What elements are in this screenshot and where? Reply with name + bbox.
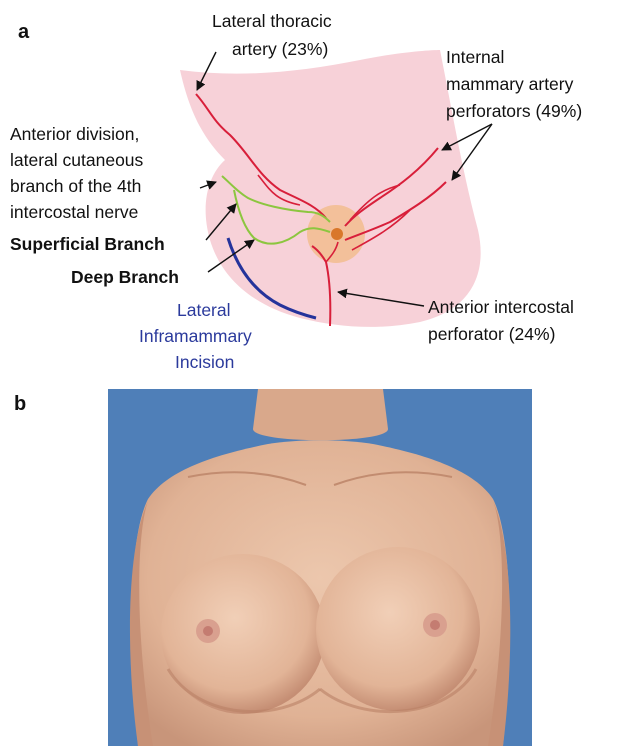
- label-anterior-division-3: branch of the 4th: [10, 176, 141, 196]
- label-anterior-division-4: intercostal nerve: [10, 202, 138, 222]
- neck: [253, 389, 388, 440]
- panel-b-label: b: [14, 393, 26, 416]
- right-nipple-center: [203, 626, 213, 636]
- postoperative-photo: [108, 389, 532, 746]
- label-incision-1: Lateral: [177, 300, 231, 320]
- label-anterior-division-1: Anterior division,: [10, 124, 139, 144]
- panel-a-label: a: [18, 21, 30, 43]
- label-internal-mammary-3: perforators (49%): [446, 101, 582, 121]
- label-anterior-intercostal-2: perforator (24%): [428, 324, 555, 344]
- label-lateral-thoracic-1: Lateral thoracic: [212, 11, 332, 31]
- nipple: [331, 228, 343, 240]
- label-internal-mammary-2: mammary artery: [446, 74, 574, 94]
- label-internal-mammary-1: Internal: [446, 47, 504, 67]
- label-incision-3: Incision: [175, 352, 234, 372]
- label-superficial-branch: Superficial Branch: [10, 234, 165, 254]
- left-breast: [316, 547, 480, 711]
- label-anterior-division-2: lateral cutaneous: [10, 150, 144, 170]
- anatomy-diagram: a Lateral thoracic artery (23%) Internal…: [0, 0, 633, 385]
- label-deep-branch: Deep Branch: [71, 267, 179, 287]
- label-lateral-thoracic-2: artery (23%): [232, 39, 328, 59]
- label-incision-2: Inframammary: [139, 326, 252, 346]
- left-nipple-center: [430, 620, 440, 630]
- label-anterior-intercostal-1: Anterior intercostal: [428, 297, 574, 317]
